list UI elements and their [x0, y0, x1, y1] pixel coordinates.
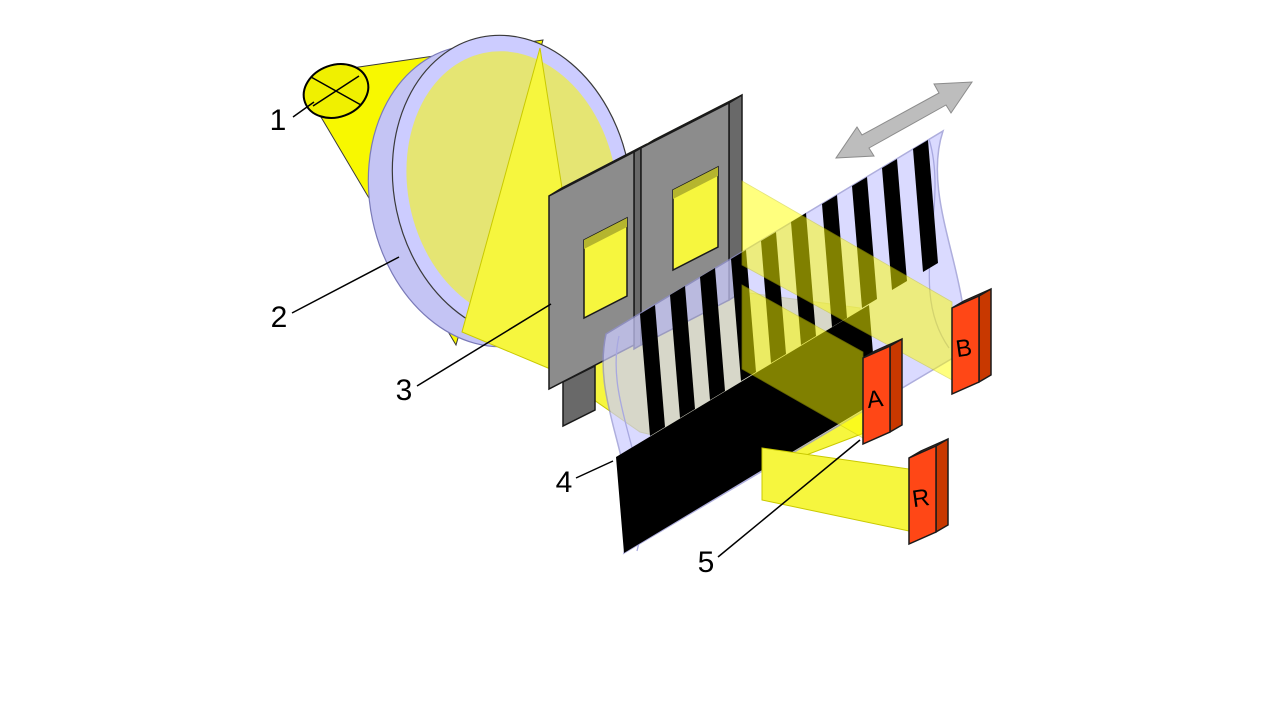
detector-front-face — [908, 444, 937, 546]
photodetector-a: A — [862, 337, 903, 446]
detector-side-face — [978, 287, 992, 384]
strip-stripe — [913, 140, 938, 272]
photodetector-b: B — [951, 287, 992, 396]
detector-side-face — [935, 437, 949, 534]
detector-r-label: R — [910, 484, 931, 513]
callout-label-3: 3 — [396, 374, 413, 407]
callout-leader-5 — [717, 439, 861, 558]
callout-leader-4 — [575, 460, 614, 479]
callout-leader-2 — [291, 256, 400, 314]
lamp-cross-line — [312, 75, 360, 107]
callout-label-2: 2 — [271, 301, 288, 334]
detector-side-face — [889, 337, 903, 434]
detector-a-label: A — [865, 385, 885, 414]
motion-arrow — [835, 81, 973, 159]
strip-stripe — [640, 305, 665, 436]
photodetector-r: R — [908, 437, 949, 546]
detector-b-label: B — [954, 334, 974, 363]
strip-stripe — [670, 286, 695, 418]
transmitted-beams — [741, 180, 953, 532]
mask-stem — [562, 364, 596, 428]
double-arrow-icon — [835, 81, 973, 159]
strip-stripe — [700, 268, 725, 400]
callout-label-5: 5 — [698, 546, 715, 579]
mask-window-shadow — [673, 167, 718, 199]
callouts: 1 2 3 4 5 — [270, 101, 861, 579]
detector-front-face — [862, 344, 891, 446]
callout-label-1: 1 — [270, 104, 287, 137]
mask-window-shadow — [584, 218, 627, 249]
strip-stripe — [882, 159, 907, 290]
callout-leader-3 — [416, 303, 552, 387]
detector-front-face — [951, 294, 980, 396]
callout-label-4: 4 — [556, 466, 573, 499]
photodetectors: A B R — [862, 287, 992, 546]
callout-leader-1 — [292, 101, 315, 118]
